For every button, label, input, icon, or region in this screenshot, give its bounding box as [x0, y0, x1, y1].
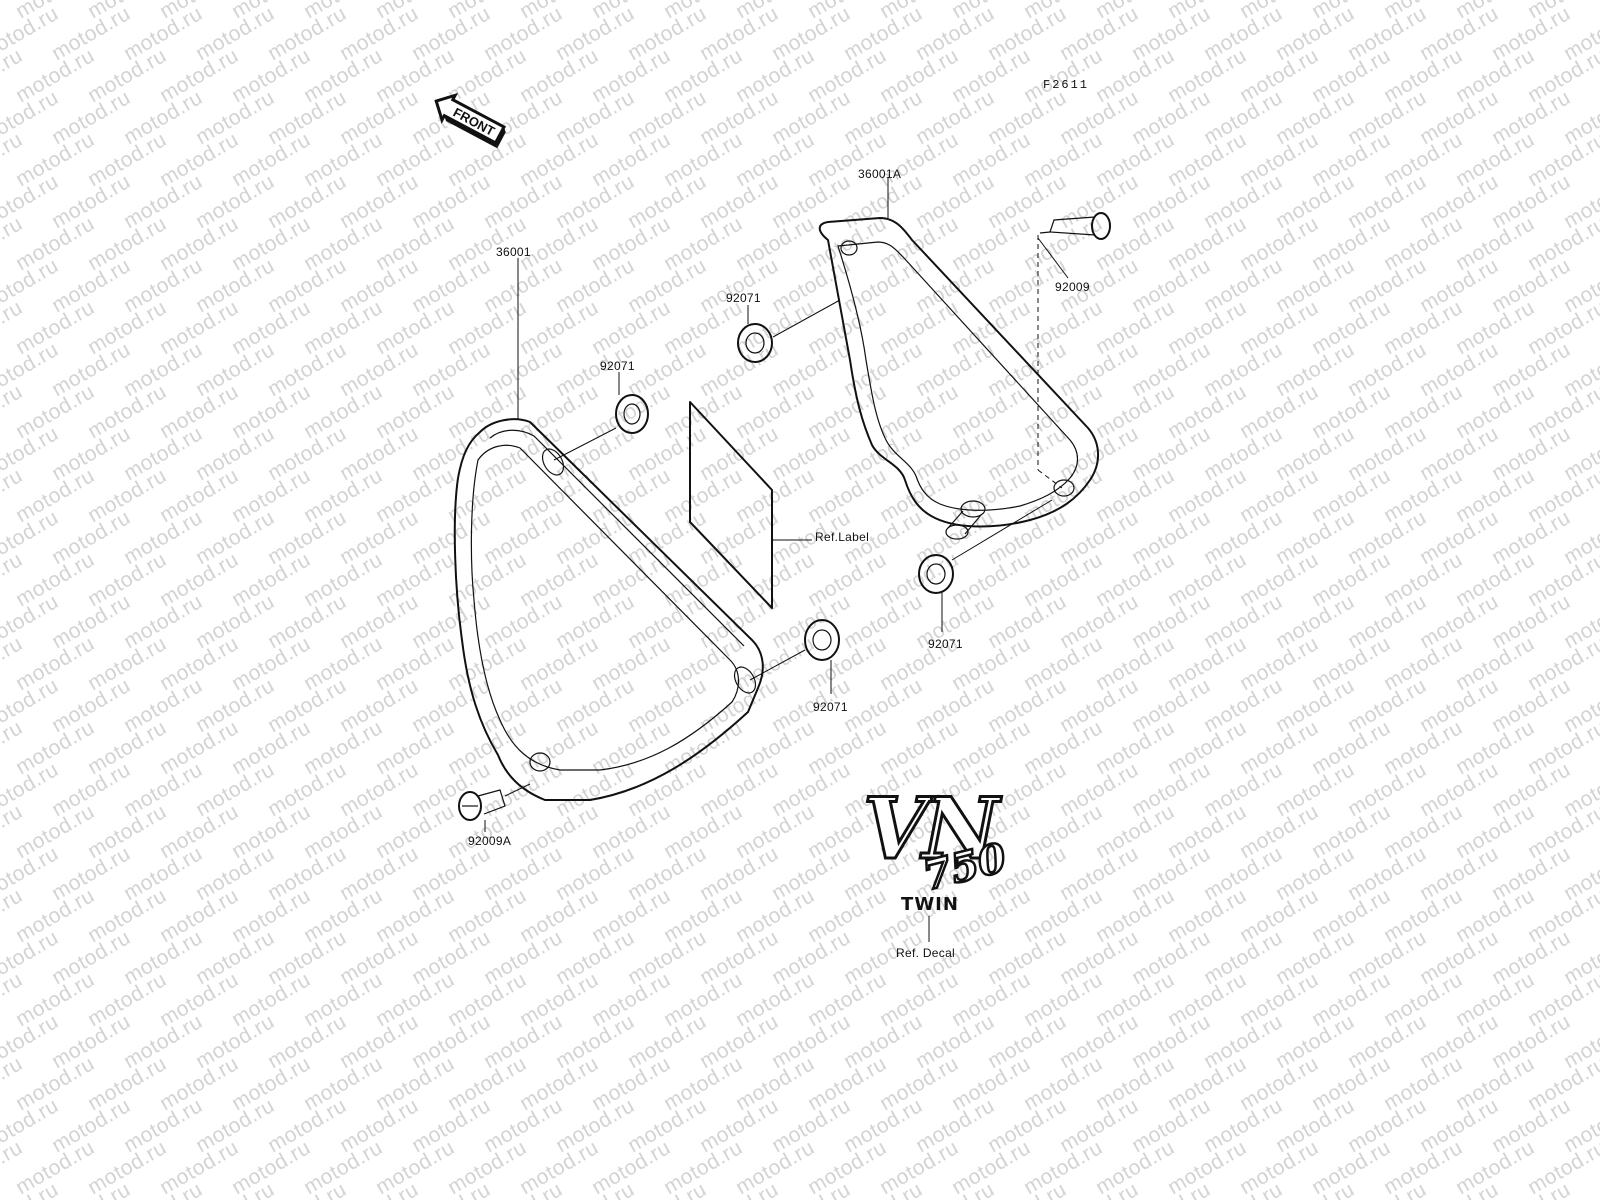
callout-right-bolt: 92009	[1055, 280, 1090, 294]
left-bolt	[458, 783, 531, 821]
right-bolt	[1037, 212, 1111, 489]
diagram-code: F2611	[1043, 78, 1089, 92]
reference-label-sheet	[689, 401, 812, 609]
callout-labels: 36001A 92009 92071 36001 92071 Ref.Label…	[468, 167, 1090, 960]
decal-variant: TWIN	[901, 894, 959, 915]
grommet-upper-right	[737, 299, 841, 363]
callout-grommet-upper-right: 92071	[726, 291, 761, 305]
right-side-cover	[818, 217, 1099, 540]
vn750-decal: VN 750 TWIN	[862, 778, 1012, 942]
grommet-upper-left	[553, 394, 649, 461]
left-side-cover	[453, 418, 764, 801]
callout-grommet-lower-center: 92071	[813, 700, 848, 714]
callout-right-cover: 36001A	[858, 167, 901, 181]
callout-left-cover: 36001	[496, 245, 531, 259]
decal-model: VN	[863, 779, 1002, 878]
callout-left-bolt: 92009A	[468, 834, 511, 848]
grommet-lower-center	[749, 619, 840, 681]
callout-ref-label: Ref.Label	[815, 530, 869, 544]
callout-grommet-upper-left: 92071	[600, 359, 635, 373]
callout-ref-decal: Ref. Decal	[896, 946, 955, 960]
callout-grommet-lower-right: 92071	[928, 637, 963, 651]
grommet-lower-right	[918, 499, 1053, 594]
front-arrow-icon: FRONT	[434, 92, 507, 149]
